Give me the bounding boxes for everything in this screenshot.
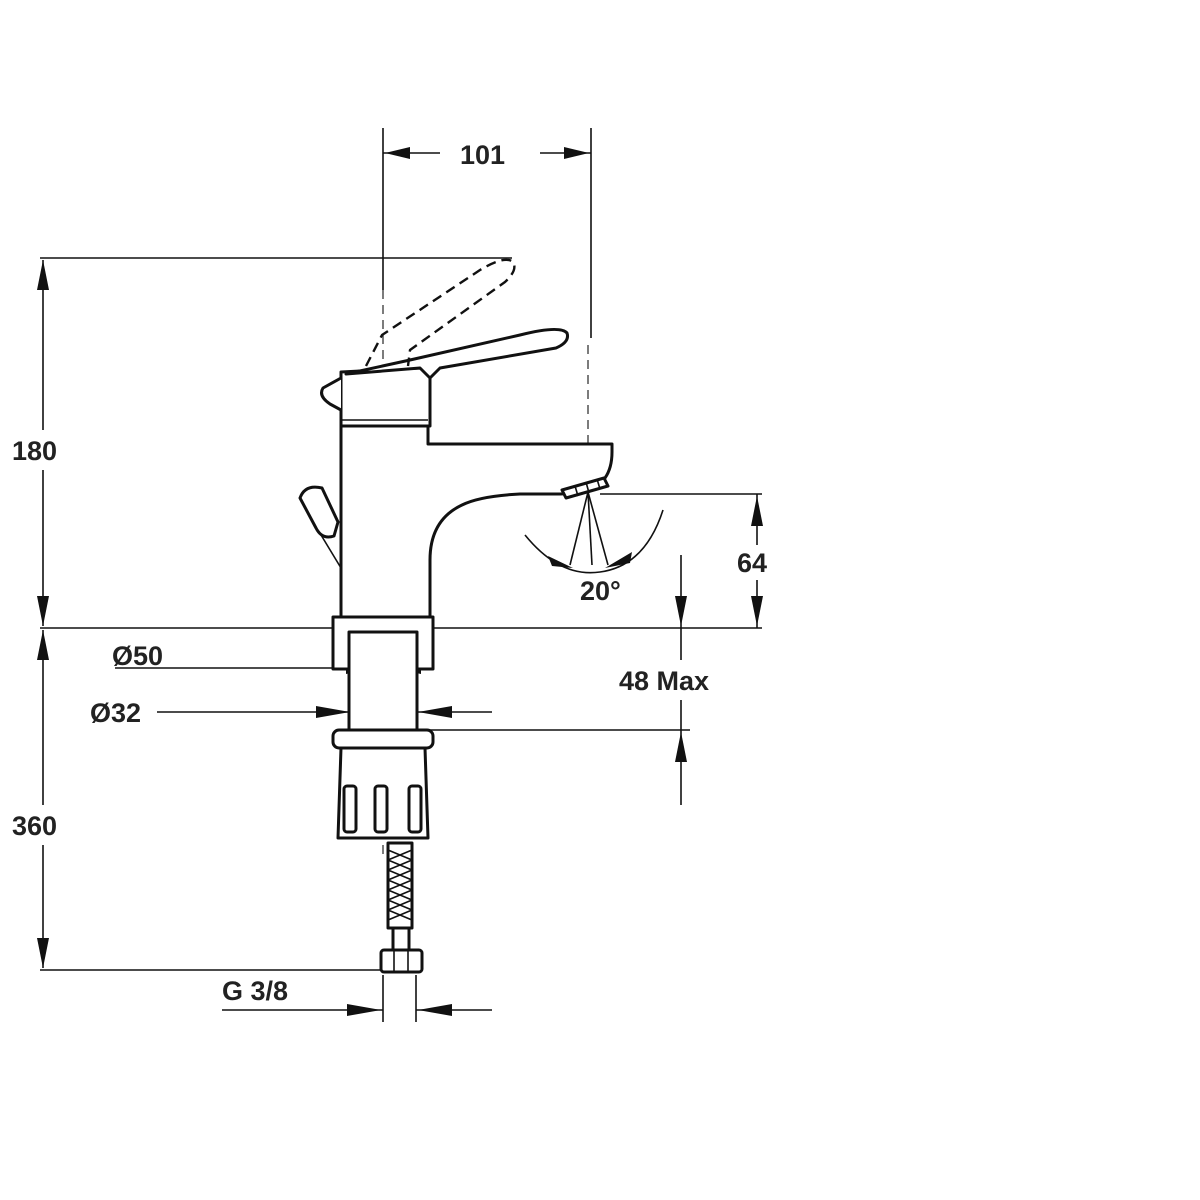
dimension-arrows — [37, 147, 763, 1016]
label-shank-diameter: Ø32 — [90, 698, 141, 728]
nut-ribs — [342, 784, 423, 834]
label-mount-thickness: 48 Max — [619, 666, 709, 696]
flex-hose — [379, 841, 424, 974]
dimension-labels: 101 180 360 64 20° 48 Max Ø50 Ø32 G 3/8 — [12, 140, 767, 1006]
label-body-height: 180 — [12, 436, 57, 466]
aerator — [560, 476, 610, 500]
mounting-assembly — [331, 615, 435, 840]
label-total-length: 360 — [12, 811, 57, 841]
label-base-diameter: Ø50 — [112, 641, 163, 671]
label-spout-clearance: 64 — [737, 548, 767, 578]
faucet-body — [298, 258, 614, 619]
label-connection-thread: G 3/8 — [222, 976, 288, 1006]
label-spray-angle: 20° — [580, 576, 621, 606]
spray-angle-indicator — [524, 491, 664, 574]
label-spout-reach: 101 — [460, 140, 505, 170]
